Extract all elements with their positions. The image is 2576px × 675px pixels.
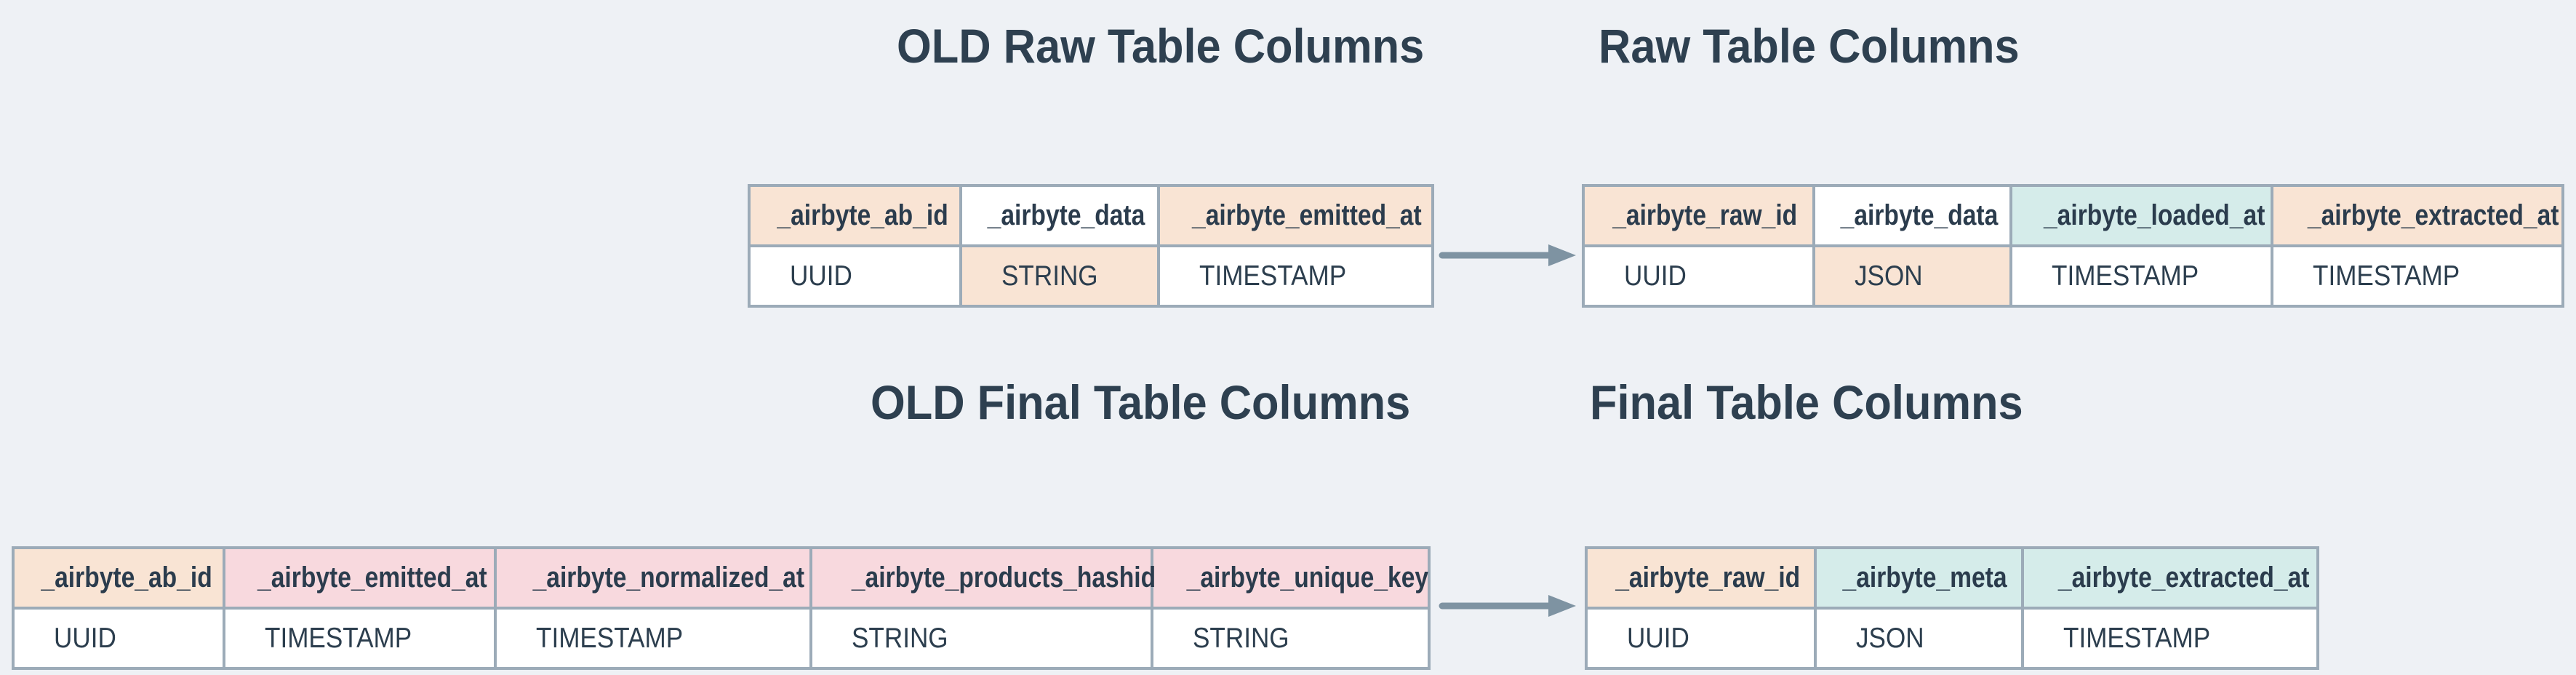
column-name: _airbyte_normalized_at xyxy=(532,562,805,594)
column-header-cell: _airbyte_extracted_at xyxy=(2021,546,2319,610)
column-type-cell: TIMESTAMP xyxy=(494,607,812,670)
column-header-cell: _airbyte_meta xyxy=(1814,546,2024,610)
column-name: _airbyte_data xyxy=(1840,199,1999,231)
column-name: _airbyte_loaded_at xyxy=(2043,199,2265,231)
column-type: TIMESTAMP xyxy=(265,622,412,654)
column-type-cell: STRING xyxy=(809,607,1153,670)
column-header-cell: _airbyte_unique_key xyxy=(1151,546,1431,610)
column-type-cell: STRING xyxy=(1151,607,1431,670)
column-type: TIMESTAMP xyxy=(2313,260,2460,292)
column-type: UUID xyxy=(1624,260,1687,292)
column-name: _airbyte_emitted_at xyxy=(257,562,487,594)
column-header-cell: _airbyte_data xyxy=(959,184,1160,247)
column-type: JSON xyxy=(1855,260,1923,292)
column-type: STRING xyxy=(1193,622,1289,654)
column-name: _airbyte_ab_id xyxy=(41,562,212,594)
column-name: _airbyte_extracted_at xyxy=(2057,562,2310,594)
column-type: TIMESTAMP xyxy=(2052,260,2199,292)
title-old-final-table-columns: OLD Final Table Columns xyxy=(871,375,1411,429)
column-type-cell: TIMESTAMP xyxy=(2021,607,2319,670)
table-raw-columns: _airbyte_raw_id _airbyte_data _airbyte_l… xyxy=(1582,184,2564,308)
column-type-cell: STRING xyxy=(959,244,1160,308)
column-header-cell: _airbyte_ab_id xyxy=(12,546,225,610)
title-old-raw-table-columns: OLD Raw Table Columns xyxy=(897,19,1425,73)
arrow-right-icon xyxy=(1439,595,1576,617)
column-name: _airbyte_emitted_at xyxy=(1192,199,1422,231)
column-type-cell: UUID xyxy=(12,607,225,670)
column-header-cell: _airbyte_loaded_at xyxy=(2009,184,2273,247)
table-type-row: UUID JSON TIMESTAMP xyxy=(1585,607,2319,670)
column-name: _airbyte_products_hashid xyxy=(851,562,1156,594)
table-type-row: UUID TIMESTAMP TIMESTAMP STRING STRING xyxy=(12,607,1431,670)
column-type: TIMESTAMP xyxy=(536,622,684,654)
column-type: STRING xyxy=(1001,260,1098,292)
table-old-final-columns: _airbyte_ab_id _airbyte_emitted_at _airb… xyxy=(12,546,1431,670)
column-name: _airbyte_data xyxy=(987,199,1145,231)
column-type: UUID xyxy=(54,622,116,654)
column-name: _airbyte_extracted_at xyxy=(2307,199,2559,231)
column-type-cell: TIMESTAMP xyxy=(2271,244,2564,308)
column-type: TIMESTAMP xyxy=(2063,622,2211,654)
column-type: STRING xyxy=(852,622,948,654)
column-name: _airbyte_ab_id xyxy=(777,199,948,231)
column-type-cell: UUID xyxy=(748,244,962,308)
column-name: _airbyte_meta xyxy=(1842,562,2007,594)
column-type-cell: UUID xyxy=(1582,244,1815,308)
column-header-cell: _airbyte_raw_id xyxy=(1582,184,1815,247)
column-type: UUID xyxy=(1627,622,1689,654)
table-old-raw-columns: _airbyte_ab_id _airbyte_data _airbyte_em… xyxy=(748,184,1434,308)
column-type: TIMESTAMP xyxy=(1199,260,1347,292)
column-header-cell: _airbyte_raw_id xyxy=(1585,546,1817,610)
table-header-row: _airbyte_raw_id _airbyte_data _airbyte_l… xyxy=(1582,184,2564,247)
title-final-table-columns: Final Table Columns xyxy=(1590,375,2023,429)
column-type-cell: UUID xyxy=(1585,607,1817,670)
column-header-cell: _airbyte_ab_id xyxy=(748,184,962,247)
column-name: _airbyte_raw_id xyxy=(1615,562,1801,594)
column-type-cell: TIMESTAMP xyxy=(223,607,497,670)
column-type: JSON xyxy=(1856,622,1924,654)
column-header-cell: _airbyte_extracted_at xyxy=(2271,184,2564,247)
table-header-row: _airbyte_ab_id _airbyte_emitted_at _airb… xyxy=(12,546,1431,610)
table-header-row: _airbyte_raw_id _airbyte_meta _airbyte_e… xyxy=(1585,546,2319,610)
column-type: UUID xyxy=(790,260,852,292)
table-type-row: UUID STRING TIMESTAMP xyxy=(748,244,1434,308)
column-type-cell: JSON xyxy=(1812,244,2012,308)
column-name: _airbyte_unique_key xyxy=(1186,562,1429,594)
column-type-cell: TIMESTAMP xyxy=(1157,244,1434,308)
column-type-cell: JSON xyxy=(1814,607,2024,670)
column-header-cell: _airbyte_emitted_at xyxy=(223,546,497,610)
column-name: _airbyte_raw_id xyxy=(1612,199,1798,231)
table-final-columns: _airbyte_raw_id _airbyte_meta _airbyte_e… xyxy=(1585,546,2319,670)
column-header-cell: _airbyte_data xyxy=(1812,184,2012,247)
column-type-cell: TIMESTAMP xyxy=(2009,244,2273,308)
column-header-cell: _airbyte_emitted_at xyxy=(1157,184,1434,247)
column-header-cell: _airbyte_products_hashid xyxy=(809,546,1156,610)
arrow-right-icon xyxy=(1439,244,1576,266)
title-raw-table-columns: Raw Table Columns xyxy=(1599,19,2020,73)
table-header-row: _airbyte_ab_id _airbyte_data _airbyte_em… xyxy=(748,184,1434,247)
table-type-row: UUID JSON TIMESTAMP TIMESTAMP xyxy=(1582,244,2564,308)
column-header-cell: _airbyte_normalized_at xyxy=(494,546,812,610)
